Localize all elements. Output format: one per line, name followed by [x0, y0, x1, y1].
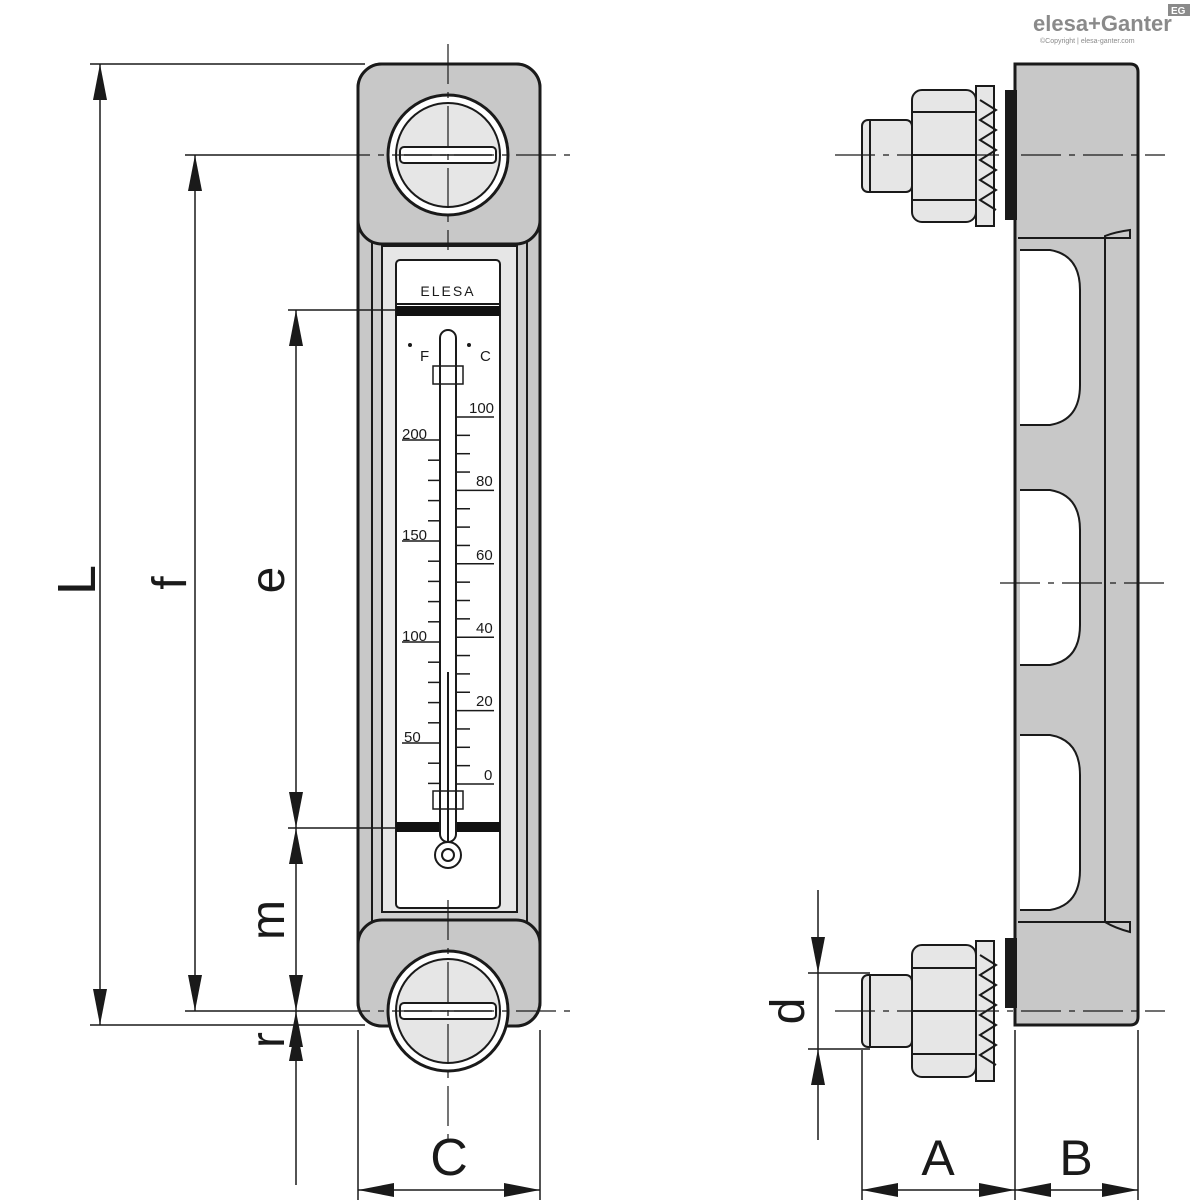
fahrenheit-label-200: 200 — [402, 426, 427, 443]
front-dimensions — [90, 63, 541, 1200]
dim-label-r: r — [242, 1032, 295, 1048]
side-gasket-bottom — [1005, 938, 1017, 1008]
side-window-1 — [1020, 249, 1081, 426]
celsius-label-40: 40 — [476, 620, 493, 637]
side-center-lines — [835, 154, 1165, 1012]
front-view: ELESA F C 200 150 100 50 100 80 60 40 20 — [330, 44, 570, 1140]
front-dimension-labels: L f e m r C — [47, 565, 468, 1187]
fahrenheit-unit: F — [420, 348, 429, 365]
fahrenheit-label-150: 150 — [402, 527, 427, 544]
side-dimension-labels: d A B — [762, 998, 1093, 1186]
side-dimension-arrows — [811, 937, 1138, 1197]
front-dimension-arrows — [93, 64, 540, 1197]
fahrenheit-label-50: 50 — [404, 729, 421, 746]
dim-label-L: L — [47, 565, 107, 595]
dim-label-d: d — [762, 998, 815, 1025]
brand-badge-box — [1168, 4, 1190, 16]
fahrenheit-label-100: 100 — [402, 628, 427, 645]
fahrenheit-degree-dot — [408, 343, 412, 347]
black-band-top — [396, 306, 500, 316]
side-glass-slot — [1020, 228, 1131, 934]
thermometer — [432, 329, 464, 869]
celsius-label-0: 0 — [484, 767, 492, 784]
celsius-label-100: 100 — [469, 400, 494, 417]
brand-logo: elesa+Ganter EG ©Copyright | elesa-gante… — [1033, 4, 1190, 45]
label-plate-text: ELESA — [420, 283, 475, 299]
side-window-3 — [1020, 734, 1081, 911]
dim-label-B: B — [1059, 1130, 1092, 1186]
fahrenheit-scale — [402, 439, 440, 785]
celsius-degree-dot — [467, 343, 471, 347]
side-view — [835, 62, 1165, 1082]
brand-badge-text: EG — [1171, 6, 1186, 17]
celsius-label-80: 80 — [476, 473, 493, 490]
celsius-label-60: 60 — [476, 547, 493, 564]
dim-label-C: C — [430, 1129, 468, 1187]
brand-copyright: ©Copyright | elesa-ganter.com — [1040, 37, 1135, 45]
dim-label-f: f — [144, 576, 197, 590]
thermometer-bulb-inner — [441, 848, 455, 862]
tube-clip-bottom — [432, 790, 464, 810]
celsius-label-20: 20 — [476, 693, 493, 710]
tube-clip-top — [432, 365, 464, 385]
celsius-unit: C — [480, 348, 491, 365]
side-bolt-top — [861, 85, 998, 227]
celsius-scale — [456, 416, 494, 785]
side-window-2 — [1020, 489, 1081, 666]
dim-label-A: A — [921, 1130, 955, 1186]
front-center-lines — [330, 44, 570, 1140]
brand-logo-text: elesa+Ganter — [1033, 11, 1172, 36]
dim-label-e: e — [242, 567, 295, 594]
dim-label-m: m — [242, 900, 295, 940]
side-bolt-bottom — [861, 940, 998, 1082]
